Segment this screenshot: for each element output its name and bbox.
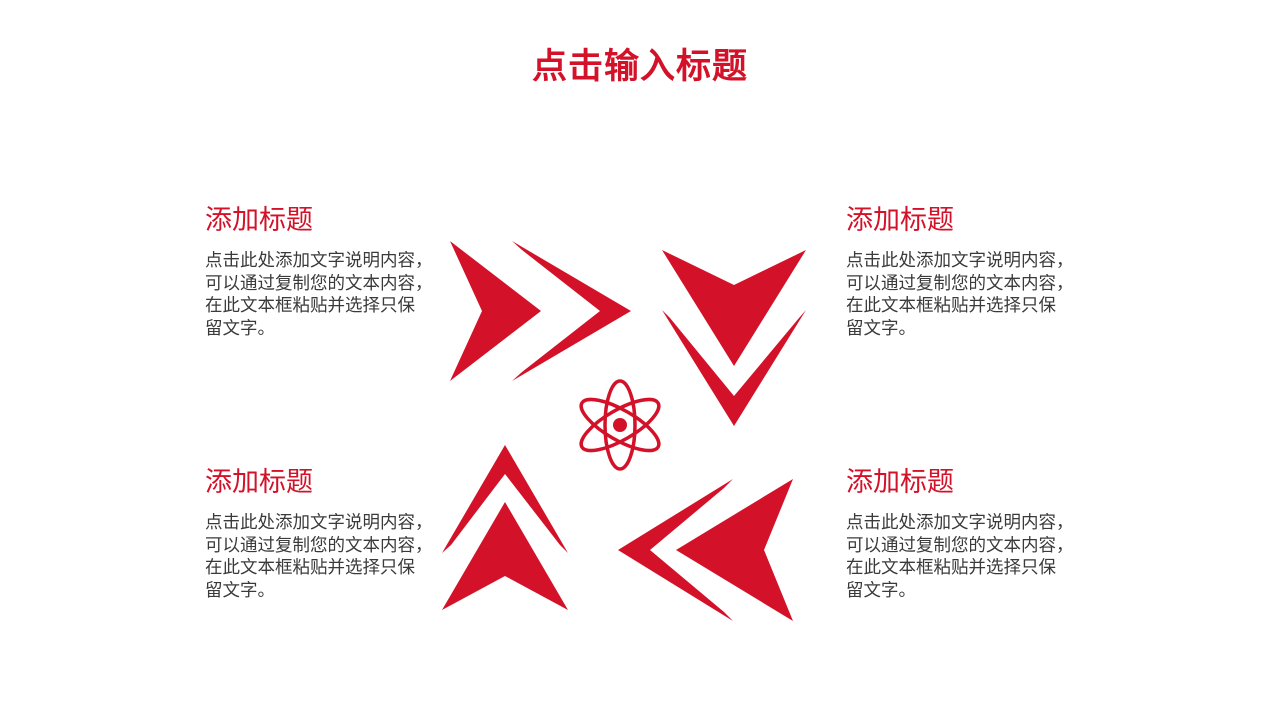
- text-block-bottom-left[interactable]: 添加标题 点击此处添加文字说明内容， 可以通过复制您的文本内容， 在此文本框粘贴…: [205, 466, 465, 602]
- text-block-bottom-right[interactable]: 添加标题 点击此处添加文字说明内容， 可以通过复制您的文本内容， 在此文本框粘贴…: [846, 466, 1106, 602]
- block-heading[interactable]: 添加标题: [205, 205, 313, 236]
- slide-title[interactable]: 点击输入标题: [531, 47, 748, 87]
- text-block-top-left[interactable]: 添加标题 点击此处添加文字说明内容， 可以通过复制您的文本内容， 在此文本框粘贴…: [205, 204, 465, 340]
- block-heading[interactable]: 添加标题: [846, 467, 954, 498]
- block-body[interactable]: 点击此处添加文字说明内容， 可以通过复制您的文本内容， 在此文本框粘贴并选择只保…: [205, 251, 433, 339]
- block-body[interactable]: 点击此处添加文字说明内容， 可以通过复制您的文本内容， 在此文本框粘贴并选择只保…: [846, 251, 1074, 339]
- block-body[interactable]: 点击此处添加文字说明内容， 可以通过复制您的文本内容， 在此文本框粘贴并选择只保…: [846, 513, 1074, 601]
- atom-icon: [579, 379, 661, 471]
- arrow-down-icon: [662, 250, 806, 426]
- text-block-top-right[interactable]: 添加标题 点击此处添加文字说明内容， 可以通过复制您的文本内容， 在此文本框粘贴…: [846, 204, 1106, 340]
- arrow-left-icon: [618, 479, 793, 621]
- block-heading[interactable]: 添加标题: [205, 467, 313, 498]
- block-body[interactable]: 点击此处添加文字说明内容， 可以通过复制您的文本内容， 在此文本框粘贴并选择只保…: [205, 513, 433, 601]
- arrow-right-icon: [450, 241, 631, 381]
- arrow-up-icon: [442, 445, 568, 610]
- block-heading[interactable]: 添加标题: [846, 205, 954, 236]
